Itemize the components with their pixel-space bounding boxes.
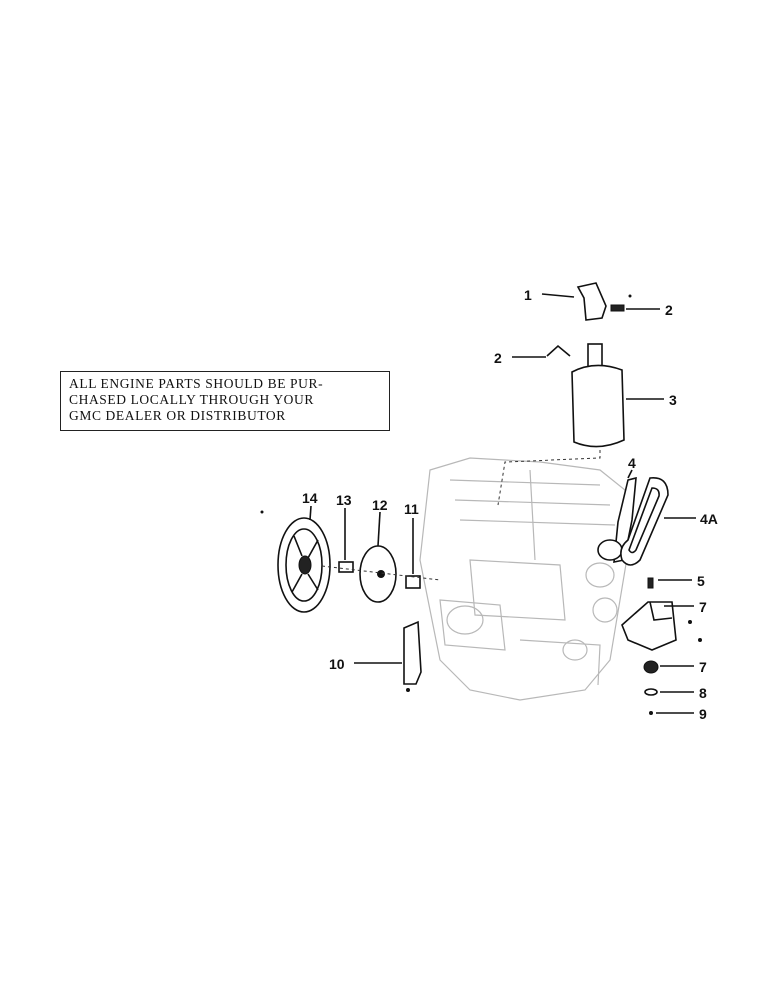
part-8-washer (644, 688, 694, 696)
callout-8: 8 (699, 685, 707, 701)
callout-5: 5 (697, 573, 705, 589)
callout-4a: 4A (700, 511, 718, 527)
part-2-clamp-lower (512, 344, 571, 358)
part-7-mount-bracket (621, 601, 702, 651)
part-2-clamp-upper (610, 294, 660, 312)
engine-parts-notice: ALL ENGINE PARTS SHOULD BE PUR- CHASED L… (60, 371, 390, 431)
callout-3: 3 (669, 392, 677, 408)
part-10-support (354, 620, 422, 692)
part-9-lockwasher (649, 711, 694, 715)
callout-13: 13 (336, 492, 352, 508)
notice-line-2: CHASED LOCALLY THROUGH YOUR (69, 392, 314, 407)
part-5-bolt (647, 577, 692, 589)
part-3-muffler (497, 343, 664, 506)
callout-14: 14 (302, 490, 318, 506)
part-4a-gasket (620, 477, 696, 566)
part-7-nut (643, 660, 694, 674)
engine-block-illustration (419, 457, 631, 701)
callout-1: 1 (524, 287, 532, 303)
callout-7-upper: 7 (699, 599, 707, 615)
callout-11: 11 (404, 501, 419, 517)
part-4-bracket (597, 469, 637, 563)
callout-10: 10 (329, 656, 345, 672)
notice-line-1: ALL ENGINE PARTS SHOULD BE PUR- (69, 376, 324, 391)
callout-2-upper: 2 (665, 302, 673, 318)
part-11-bushing (405, 518, 421, 589)
callout-2-lower: 2 (494, 350, 502, 366)
part-14-hand-wheel (260, 505, 331, 613)
callout-7-lower: 7 (699, 659, 707, 675)
part-12-disc (359, 511, 397, 603)
part-13-pin (338, 508, 354, 573)
part-1-exhaust-elbow (541, 282, 607, 321)
callout-12: 12 (372, 497, 388, 513)
callout-4: 4 (628, 455, 636, 471)
notice-line-3: GMC DEALER OR DISTRIBUTOR (69, 408, 286, 423)
callout-9: 9 (699, 706, 707, 722)
